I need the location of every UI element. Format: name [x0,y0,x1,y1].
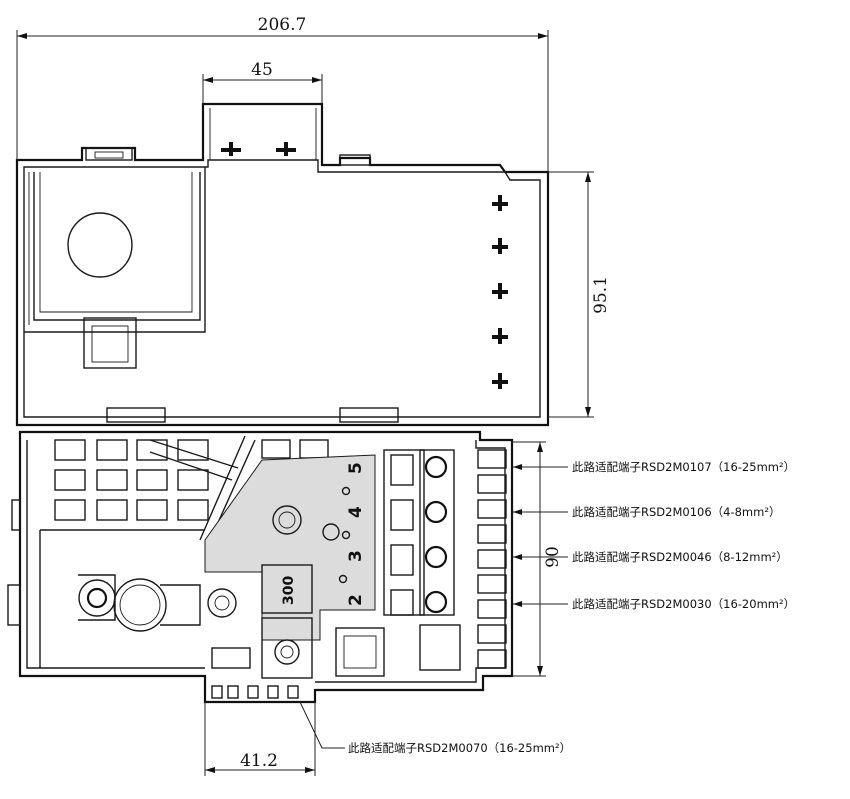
dim-base-height: 90 [543,546,563,568]
right-connectors [477,449,507,669]
dim-top-tab-width: 45 [251,60,273,80]
callout-rsd2m0046: 此路适配端子RSD2M0046（8-12mm²） [572,550,788,564]
terminal-number-3: 3 [346,550,366,562]
callout-leaders [299,464,568,749]
dimension-lines [16,30,594,776]
terminal-number-2: 2 [346,594,366,606]
base-outline [7,430,514,704]
callout-rsd2m0107: 此路适配端子RSD2M0107（16-25mm²） [572,460,795,474]
dim-overall-width: 206.7 [258,15,307,35]
terminal-number-4: 4 [346,506,366,518]
battery-terminal [78,574,237,632]
callout-rsd2m0106: 此路适配端子RSD2M0106（4-8mm²） [572,505,780,519]
relay-slots [54,439,329,521]
bottom-pins [211,685,299,699]
plus-marks-right [492,195,508,389]
dim-bottom-tab-width: 41.2 [240,751,278,771]
fuse-column [383,449,461,671]
cover-outline [15,102,550,427]
callout-rsd2m0070: 此路适配端子RSD2M0070（16-25mm²） [348,741,571,755]
block-label: 300 [281,576,297,605]
terminal-number-5: 5 [346,462,366,474]
dim-cover-height: 95.1 [591,276,611,314]
plus-marks-top [221,142,296,156]
callout-rsd2m0030: 此路适配端子RSD2M0030（16-20mm²） [572,597,795,611]
